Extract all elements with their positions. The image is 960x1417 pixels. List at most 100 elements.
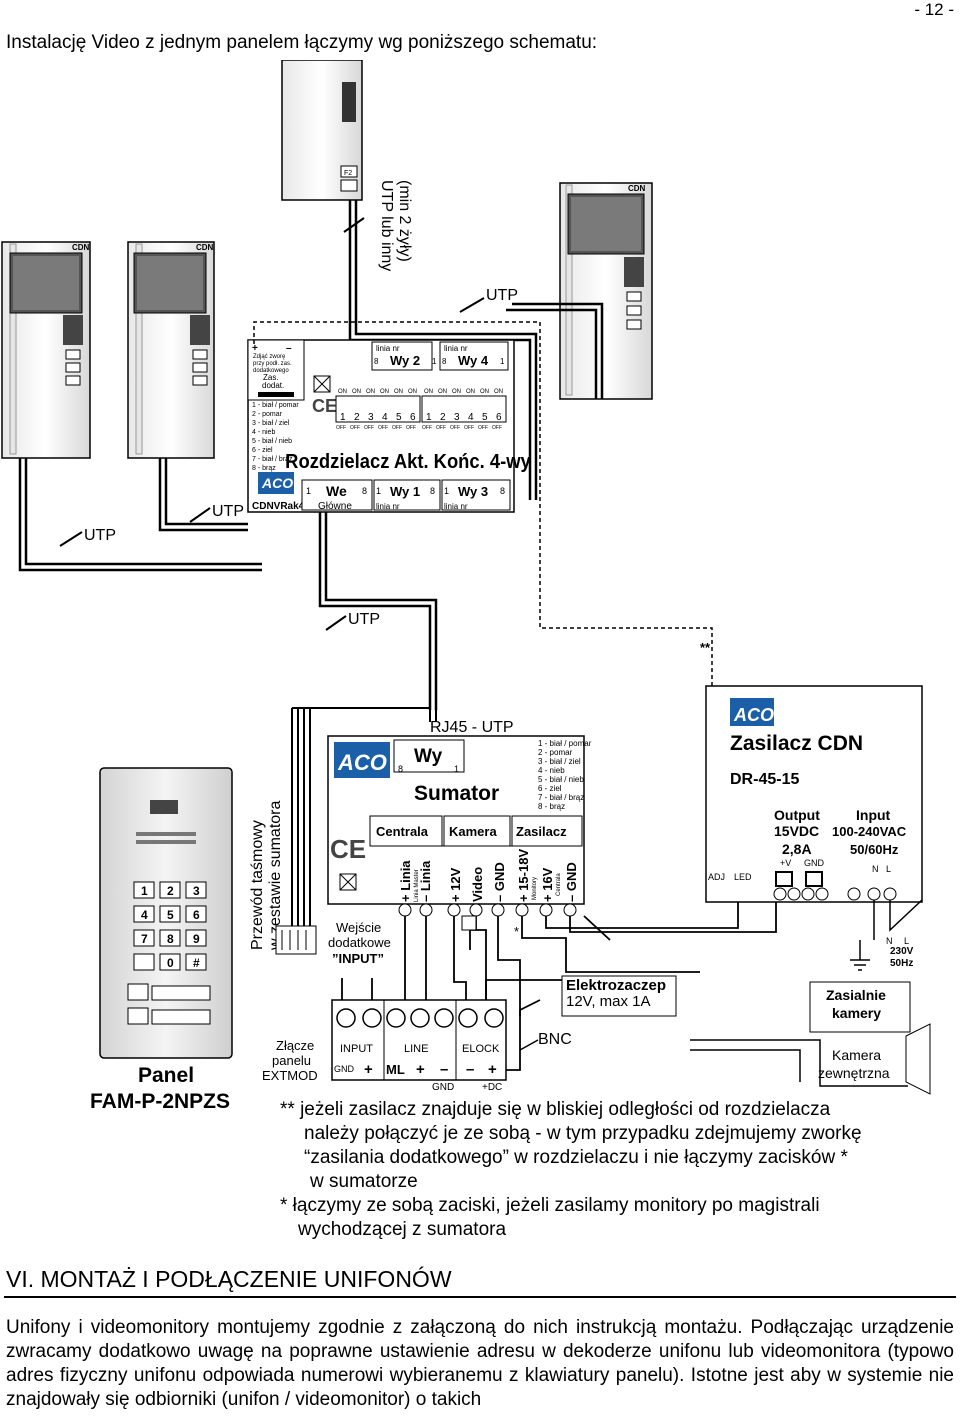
svg-text:2: 2	[440, 412, 446, 423]
svg-text:Kamera: Kamera	[449, 824, 497, 839]
svg-text:1: 1	[444, 486, 449, 496]
body-paragraph: Unifony i videomonitory montujemy zgodni…	[6, 1317, 954, 1410]
svg-text:–: –	[440, 1061, 448, 1078]
svg-text:CE: CE	[312, 396, 337, 416]
svg-text:6 - ziel: 6 - ziel	[252, 447, 273, 454]
svg-text:+DC: +DC	[482, 1082, 502, 1093]
section-title: VI. MONTAŻ I PODŁĄCZENIE UNIFONÓW	[6, 1266, 452, 1292]
camera-icon	[905, 1023, 931, 1095]
svg-text:3 - biał / ziel: 3 - biał / ziel	[252, 420, 290, 427]
note-line: wychodzącej z sumatora	[298, 1219, 507, 1240]
svg-text:GND: GND	[804, 858, 825, 868]
svg-text:OFF: OFF	[436, 425, 446, 431]
svg-text:przy podł. zas.: przy podł. zas.	[253, 361, 292, 367]
svg-text:ON: ON	[424, 389, 433, 395]
svg-text:OFF: OFF	[422, 425, 432, 431]
svg-text:2,8A: 2,8A	[782, 841, 812, 857]
svg-text:linia nr: linia nr	[376, 502, 400, 511]
svg-text:ON: ON	[394, 389, 403, 395]
svg-text:Input: Input	[856, 807, 891, 823]
svg-text:Zasialnie: Zasialnie	[826, 987, 886, 1003]
utp-label: UTP	[84, 527, 116, 544]
svg-text:50Hz: 50Hz	[890, 958, 913, 969]
svg-text:6: 6	[410, 412, 416, 423]
svg-text:+: +	[252, 343, 258, 354]
svg-text:4: 4	[141, 908, 148, 922]
svg-text:OFF: OFF	[378, 425, 388, 431]
svg-text:+ Linia: + Linia	[398, 860, 413, 902]
camera-supply-box	[809, 981, 911, 1033]
svg-text:ML: ML	[386, 1062, 405, 1077]
svg-text:linia nr: linia nr	[376, 344, 400, 353]
svg-text:8: 8	[362, 486, 367, 496]
svg-text:– Linia: – Linia	[418, 860, 433, 902]
svg-text:w zestawie sumatora: w zestawie sumatora	[267, 801, 284, 951]
svg-text:Wy 4: Wy 4	[458, 353, 489, 368]
svg-text:ON: ON	[466, 389, 475, 395]
monitor-left: CDN	[1, 241, 91, 459]
svg-text:1: 1	[141, 884, 148, 898]
monitor-brand: CDN	[196, 243, 214, 252]
svg-text:5: 5	[482, 412, 488, 423]
svg-text:dodatkowe: dodatkowe	[328, 935, 391, 950]
svg-text:1: 1	[454, 764, 459, 774]
svg-text:9: 9	[193, 932, 200, 946]
svg-text:8: 8	[374, 357, 379, 366]
monitor-second: CDN	[127, 241, 215, 459]
svg-text:Centrala: Centrala	[376, 824, 429, 839]
svg-text:DR-45-15: DR-45-15	[730, 771, 799, 788]
svg-text:+ 12V: + 12V	[448, 867, 463, 902]
svg-text:OFF: OFF	[406, 425, 416, 431]
intro-text: Instalację Video z jednym panelem łączym…	[6, 32, 598, 53]
monitor-top: F2	[281, 60, 363, 201]
svg-text:Centrala: Centrala	[556, 873, 562, 896]
svg-text:8: 8	[500, 486, 505, 496]
svg-text:3: 3	[193, 884, 200, 898]
extmod-connector	[275, 925, 317, 955]
star-marker: *	[514, 924, 519, 939]
svg-text:5: 5	[167, 908, 174, 922]
svg-text:INPUT: INPUT	[340, 1043, 373, 1055]
svg-text:+: +	[488, 1061, 497, 1078]
svg-text:1 - biał / pomar: 1 - biał / pomar	[538, 739, 592, 748]
svg-text:UTP lub inny: UTP lub inny	[378, 180, 395, 271]
note-line: * łączymy ze sobą zaciski, jeżeli zasila…	[280, 1195, 820, 1216]
svg-text:L: L	[904, 936, 909, 946]
svg-text:1: 1	[340, 412, 346, 423]
svg-text:2: 2	[354, 412, 360, 423]
svg-text:ACO: ACO	[733, 705, 774, 725]
distributor-module: + – Zdjąć zworę przy podł. zas. dodatkow…	[247, 339, 531, 513]
svg-text:+ 16V: + 16V	[540, 867, 555, 902]
svg-text:2 - pomar: 2 - pomar	[252, 411, 283, 418]
svg-text:OFF: OFF	[478, 425, 488, 431]
note-line: “zasilania dodatkowego” w rozdzielaczu i…	[304, 1147, 848, 1168]
svg-text:1: 1	[432, 357, 437, 366]
svg-text:4: 4	[382, 412, 388, 423]
svg-text:7 - biał / brąz: 7 - biał / brąz	[538, 793, 584, 802]
svg-text:ON: ON	[338, 389, 347, 395]
svg-text:100-240VAC: 100-240VAC	[832, 824, 907, 839]
svg-text:6: 6	[193, 908, 200, 922]
svg-text:CE: CE	[330, 834, 366, 864]
svg-text:ON: ON	[438, 389, 447, 395]
svg-text:GND: GND	[432, 1082, 454, 1093]
svg-text:zewnętrzna: zewnętrzna	[818, 1065, 890, 1081]
svg-text:5: 5	[396, 412, 402, 423]
lock-label: Elektrozaczep	[566, 977, 666, 994]
svg-text:8: 8	[442, 357, 447, 366]
svg-text:OFF: OFF	[364, 425, 374, 431]
svg-text:linia nr: linia nr	[444, 502, 468, 511]
svg-text:0: 0	[167, 956, 174, 970]
svg-text:ON: ON	[494, 389, 503, 395]
svg-text:– GND: – GND	[564, 862, 579, 902]
svg-text:Przewód taśmowy: Przewód taśmowy	[249, 820, 266, 950]
svg-text:LINE: LINE	[404, 1043, 428, 1055]
power-supply: ACO Zasilacz CDN DR-45-15 Output 15VDC 2…	[705, 685, 923, 903]
svg-text:Wy 2: Wy 2	[390, 353, 420, 368]
electric-lock	[561, 975, 677, 1017]
svg-text:5 - biał / nieb: 5 - biał / nieb	[252, 438, 292, 445]
svg-text:6: 6	[496, 412, 502, 423]
svg-text:8 - brąz: 8 - brąz	[252, 465, 276, 472]
svg-text:Wy 1: Wy 1	[390, 484, 420, 499]
